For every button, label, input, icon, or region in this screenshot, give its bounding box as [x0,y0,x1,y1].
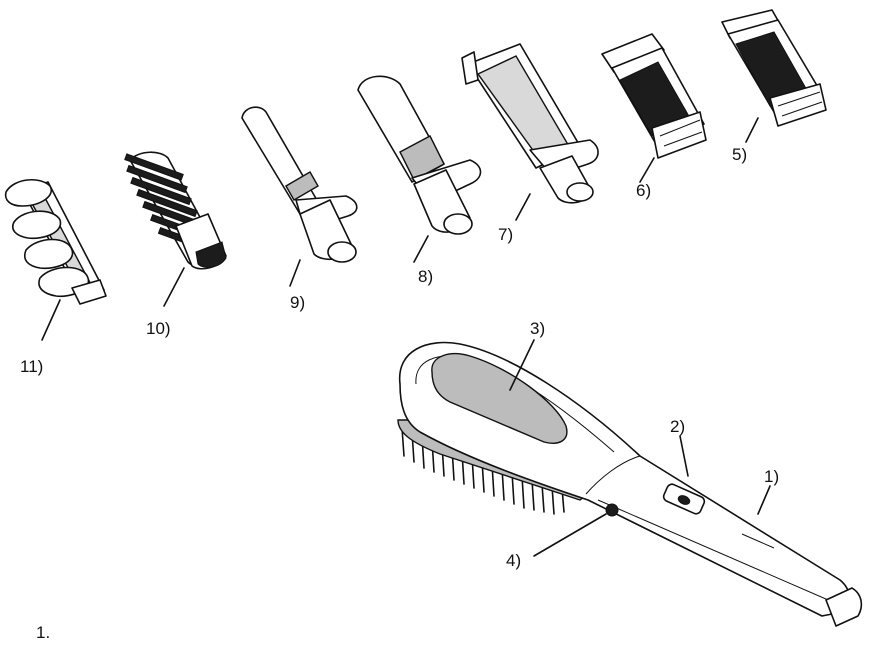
volume-attachment: 7) [461,43,599,244]
part-label-10: 10) [146,319,171,338]
round-brush-attachment: 10) [124,151,227,338]
part-label-5: 5) [732,145,747,164]
part-label-3: 3) [530,319,545,338]
part-label-8: 8) [418,267,433,286]
part-label-4: 4) [506,551,521,570]
spiral-curler-attachment: 11) [4,179,107,376]
part-label-6: 6) [636,181,651,200]
straightening-attachment-b: 5) [721,9,827,164]
heat-plate [431,353,568,444]
curling-barrel-large: 8) [357,75,482,286]
part-label-7: 7) [498,225,513,244]
part-label-9: 9) [290,293,305,312]
part-label-11: 11) [20,357,43,376]
part-label-1: 1) [764,467,779,486]
figure-label: 1. [36,623,50,642]
straightening-attachment-a: 6) [601,33,707,200]
main-unit: 3) 2) 1) 4) [397,319,863,627]
curling-barrel-small: 9) [241,106,358,312]
part-label-2: 2) [670,417,685,436]
indicator-button[interactable] [605,503,619,517]
